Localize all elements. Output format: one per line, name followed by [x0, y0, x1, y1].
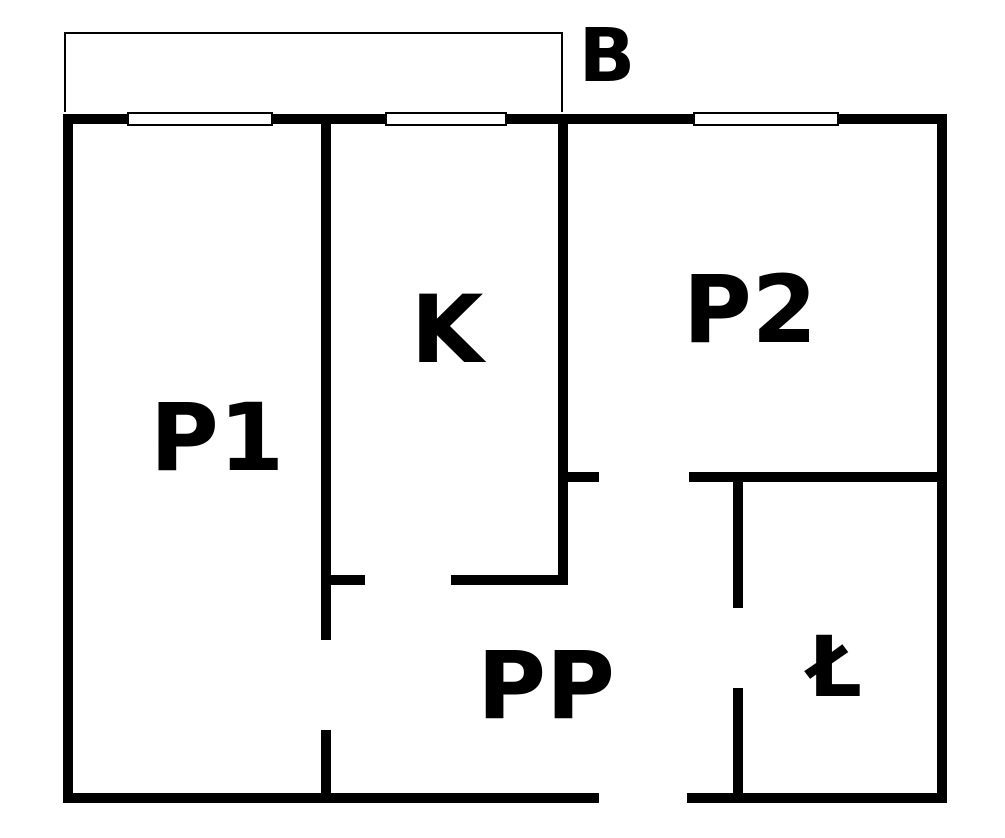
- balcony-outline: [64, 32, 563, 112]
- bathroom-label: Ł: [804, 618, 862, 716]
- balcony: [64, 32, 563, 112]
- hallway-label: PP: [477, 632, 615, 741]
- window: [693, 112, 839, 126]
- kitchen-label: K: [411, 276, 487, 385]
- walls: [63, 114, 947, 803]
- windows: [127, 112, 839, 126]
- room-2-label: P2: [683, 256, 817, 365]
- balcony-label: B: [579, 13, 635, 99]
- window: [385, 112, 507, 126]
- room-1-label: P1: [150, 384, 284, 493]
- window: [127, 112, 273, 126]
